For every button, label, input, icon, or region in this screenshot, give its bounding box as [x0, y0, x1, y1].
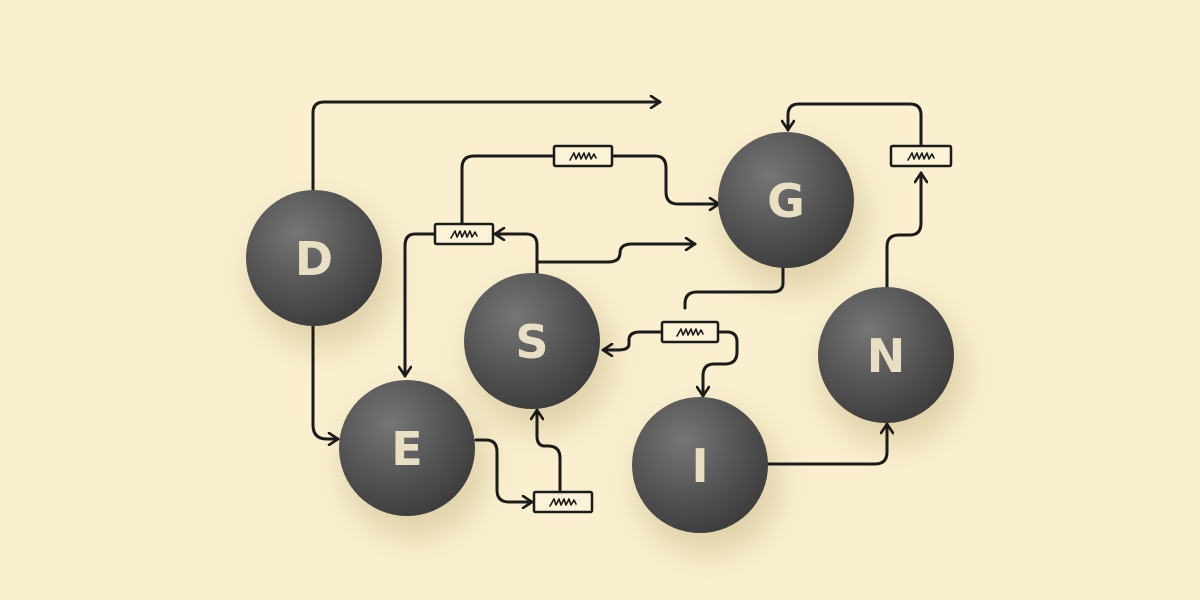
edge-s-to-chip: [493, 234, 539, 277]
label-chip: [889, 144, 953, 168]
edge-g-to-s: [603, 266, 785, 350]
node-s: S: [464, 273, 600, 409]
node-e-letter: E: [391, 422, 422, 476]
edge-chip-to-e: [405, 232, 436, 378]
label-chip: [660, 320, 720, 344]
node-d: D: [246, 190, 382, 326]
node-i: I: [632, 397, 768, 533]
label-chips: [433, 144, 953, 514]
edge-chip-to-s: [537, 408, 562, 492]
node-g: G: [718, 132, 854, 268]
node-n: N: [818, 287, 954, 423]
edge-s-to-right: [535, 244, 697, 264]
node-d-letter: D: [295, 232, 333, 286]
label-chip: [532, 490, 594, 514]
node-n-letter: N: [867, 329, 906, 383]
node-s-letter: S: [515, 315, 548, 369]
edge-d-to-top: [311, 102, 662, 192]
node-e: E: [339, 380, 475, 516]
edge-chip-to-i: [703, 330, 739, 398]
edge-chip-to-g-top: [788, 102, 923, 146]
label-chip: [433, 222, 495, 246]
edge-d-to-e: [311, 323, 340, 439]
edge-i-to-n: [766, 422, 887, 466]
edge-n-to-chip: [885, 171, 921, 292]
edge-chip-to-chip: [460, 154, 556, 225]
edge-e-to-chip: [474, 438, 534, 502]
connector-lines: [311, 102, 923, 502]
edge-chip-to-g: [610, 154, 721, 204]
nodes: D E S I G N: [246, 132, 954, 533]
node-g-letter: G: [767, 174, 805, 228]
label-chip: [552, 144, 614, 168]
node-i-letter: I: [691, 439, 708, 493]
